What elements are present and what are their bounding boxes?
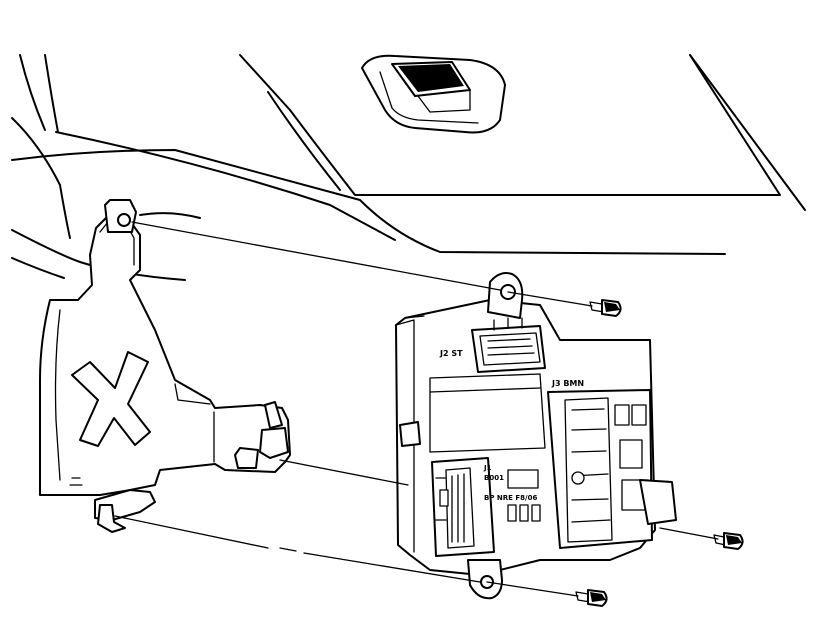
label-j1-code: B001 [484,474,504,482]
fastener-upper [589,299,622,317]
alignment-lines [114,221,719,597]
label-module-code: BP NRE F8/06 [484,494,537,502]
bracket-upper-bolt-hole [117,213,131,227]
vehicle-body-panels [11,54,806,281]
trunk-latch-handle [361,54,506,134]
fastener-lower [575,589,608,607]
label-j1: J1 [483,464,492,472]
fastener-right [713,532,744,550]
connector-j2 [471,325,546,373]
fuse-relay-module: J2 ST J3 BMN J1 B001 BP NRE F8/06 [395,272,677,600]
connector-j1 [431,457,495,557]
label-j2: J2 ST [439,349,463,358]
label-j3: J3 BMN [551,379,584,388]
mounting-bracket [39,199,291,533]
